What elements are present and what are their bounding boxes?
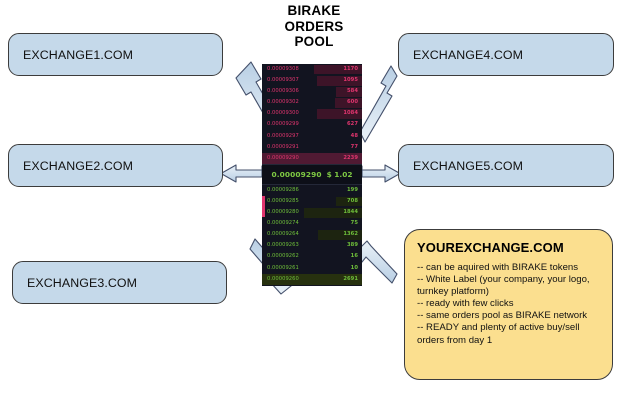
orderbook-row[interactable]: 0.00009260 2691 xyxy=(262,273,362,285)
exchange-label: EXCHANGE3.COM xyxy=(27,275,138,290)
orderbook-row[interactable]: 0.00009299 627 xyxy=(262,119,362,130)
orderbook-row[interactable]: 0.00009280 1844 xyxy=(262,207,362,218)
promo-title: YOUREXCHANGE.COM xyxy=(417,240,564,255)
promo-bullet: -- ready with few clicks xyxy=(417,298,514,310)
exchange-box-exchange3[interactable]: EXCHANGE3.COM xyxy=(12,261,227,304)
orderbook-price: 0.00009262 xyxy=(267,253,299,260)
orderbook-quantity: 10 xyxy=(350,264,358,271)
orderbook-depth-bar xyxy=(336,196,362,207)
page-title-line-1: BIRAKE xyxy=(287,3,341,18)
orderbook-price: 0.00009308 xyxy=(267,66,299,72)
orderbook-price: 0.00009263 xyxy=(267,242,299,249)
orderbook-depth-bar xyxy=(336,86,362,97)
orderbook-row[interactable]: 0.00009286 199 xyxy=(262,185,362,196)
orderbook-price: 0.00009306 xyxy=(267,88,299,95)
exchange-box-exchange4[interactable]: EXCHANGE4.COM xyxy=(398,33,614,76)
exchange-label: EXCHANGE4.COM xyxy=(413,47,524,62)
arrow-pool-to-exchange5 xyxy=(361,164,401,183)
orderbook-row[interactable]: 0.00009307 1095 xyxy=(262,75,362,86)
orderbook-quantity: 600 xyxy=(347,99,358,106)
orderbook-price: 0.00009280 xyxy=(267,209,299,216)
promo-bullet: -- White Label (your company, your logo,… xyxy=(417,274,590,298)
orderbook-row[interactable]: 0.00009262 16 xyxy=(262,251,362,262)
orderbook-quantity: 1095 xyxy=(343,77,358,84)
orderbook-price: 0.00009300 xyxy=(267,110,299,117)
exchange-box-exchange5[interactable]: EXCHANGE5.COM xyxy=(398,144,614,187)
orderbook-price: 0.00009302 xyxy=(267,99,299,106)
last-price-usd: $ 1.02 xyxy=(326,169,353,179)
orderbook-row[interactable]: 0.00009300 1084 xyxy=(262,108,362,119)
orderbook-price: 0.00009286 xyxy=(267,186,299,193)
orderbook-price: 0.00009307 xyxy=(267,77,299,84)
orderbook-last-price-row: 0.00009290 $ 1.02 xyxy=(262,163,362,185)
yourexchange-promo-box[interactable]: YOUREXCHANGE.COM -- can be aquired with … xyxy=(404,229,613,380)
orderbook-depth-bar xyxy=(317,75,362,86)
orderbook-price-marker xyxy=(262,196,265,217)
orderbook-row[interactable]: 0.00009274 75 xyxy=(262,218,362,229)
orderbook-price: 0.00009285 xyxy=(267,197,299,204)
orderbook-row[interactable]: 0.00009308 1170 xyxy=(262,64,362,75)
orderbook-price: 0.00009299 xyxy=(267,121,299,128)
page-title: BIRAKE ORDERS POOL xyxy=(252,3,376,50)
orderbook-quantity: 199 xyxy=(347,186,358,193)
orderbook-depth-bar xyxy=(335,97,362,108)
exchange-box-exchange2[interactable]: EXCHANGE2.COM xyxy=(8,144,223,187)
orderbook-quantity: 16 xyxy=(350,253,358,260)
orderbook-quantity: 75 xyxy=(350,220,358,227)
promo-bullet: -- can be aquired with BIRAKE tokens xyxy=(417,262,579,273)
orderbook-quantity: 584 xyxy=(347,88,358,95)
promo-bullet: -- same orders pool as BIRAKE network xyxy=(417,310,588,322)
orderbook-quantity: 77 xyxy=(350,143,358,150)
orderbook-quantity: 1362 xyxy=(343,231,358,238)
orderbook-price: 0.00009264 xyxy=(267,231,299,238)
orderbook-quantity: 2691 xyxy=(343,275,358,282)
orderbook-price: 0.00009290 xyxy=(267,154,299,161)
orderbook-quantity: 2239 xyxy=(343,154,358,161)
orderbook-row[interactable]: 0.00009264 1362 xyxy=(262,229,362,240)
orderbook-price: 0.00009291 xyxy=(267,143,299,150)
orderbook-depth-bar xyxy=(314,64,362,75)
orderbook-quantity: 1084 xyxy=(343,110,358,117)
orderbook-row[interactable]: 0.00009302 600 xyxy=(262,97,362,108)
orderbook-depth-bar xyxy=(317,108,362,119)
orderbook-row[interactable]: 0.00009263 389 xyxy=(262,240,362,251)
orderbook-quantity: 627 xyxy=(347,121,358,128)
orderbook-price: 0.00009297 xyxy=(267,132,299,139)
orderbook-price: 0.00009274 xyxy=(267,220,299,227)
exchange-box-exchange1[interactable]: EXCHANGE1.COM xyxy=(8,33,223,76)
orderbook-quantity: 1844 xyxy=(343,209,358,216)
last-price: 0.00009290 xyxy=(271,169,322,179)
page-title-line-3: POOL xyxy=(294,34,334,49)
orderbook-quantity: 48 xyxy=(350,132,358,139)
orderbook-row[interactable]: 0.00009290 2239 xyxy=(262,152,362,164)
orderbook-price: 0.00009260 xyxy=(267,275,299,282)
page-title-line-2: ORDERS xyxy=(284,18,344,34)
orderbook-row[interactable]: 0.00009261 10 xyxy=(262,263,362,274)
orderbook-row[interactable]: 0.00009306 584 xyxy=(262,86,362,97)
orderbook-depth-bar xyxy=(304,207,362,218)
orderbook-bids: 0.00009286 199 0.00009285 708 0.00009280 1844… xyxy=(262,185,362,285)
orderbook-quantity: 1170 xyxy=(343,66,358,72)
orderbook-row[interactable]: 0.00009297 48 xyxy=(262,131,362,142)
orderbook-depth-bar xyxy=(318,229,362,240)
exchange-label: EXCHANGE1.COM xyxy=(23,47,134,62)
promo-bullet: -- READY and plenty of active buy/sell o… xyxy=(417,322,580,346)
orderbook-quantity: 389 xyxy=(347,242,358,249)
exchange-label: EXCHANGE2.COM xyxy=(23,158,134,173)
orderbook-price: 0.00009261 xyxy=(267,264,299,271)
exchange-label: EXCHANGE5.COM xyxy=(413,158,524,173)
orderbook-row[interactable]: 0.00009285 708 xyxy=(262,196,362,207)
orderbook-panel[interactable]: 0.00009308 1170 0.00009307 1095 0.00009306 58… xyxy=(262,64,362,286)
orderbook-asks: 0.00009308 1170 0.00009307 1095 0.00009306 58… xyxy=(262,64,362,164)
arrow-pool-to-exchange4 xyxy=(359,65,398,143)
orderbook-row[interactable]: 0.00009291 77 xyxy=(262,142,362,153)
orderbook-quantity: 708 xyxy=(347,197,358,204)
promo-bullet-list: -- can be aquired with BIRAKE tokens-- W… xyxy=(417,262,602,347)
arrow-pool-to-exchange3-mid xyxy=(220,164,263,183)
